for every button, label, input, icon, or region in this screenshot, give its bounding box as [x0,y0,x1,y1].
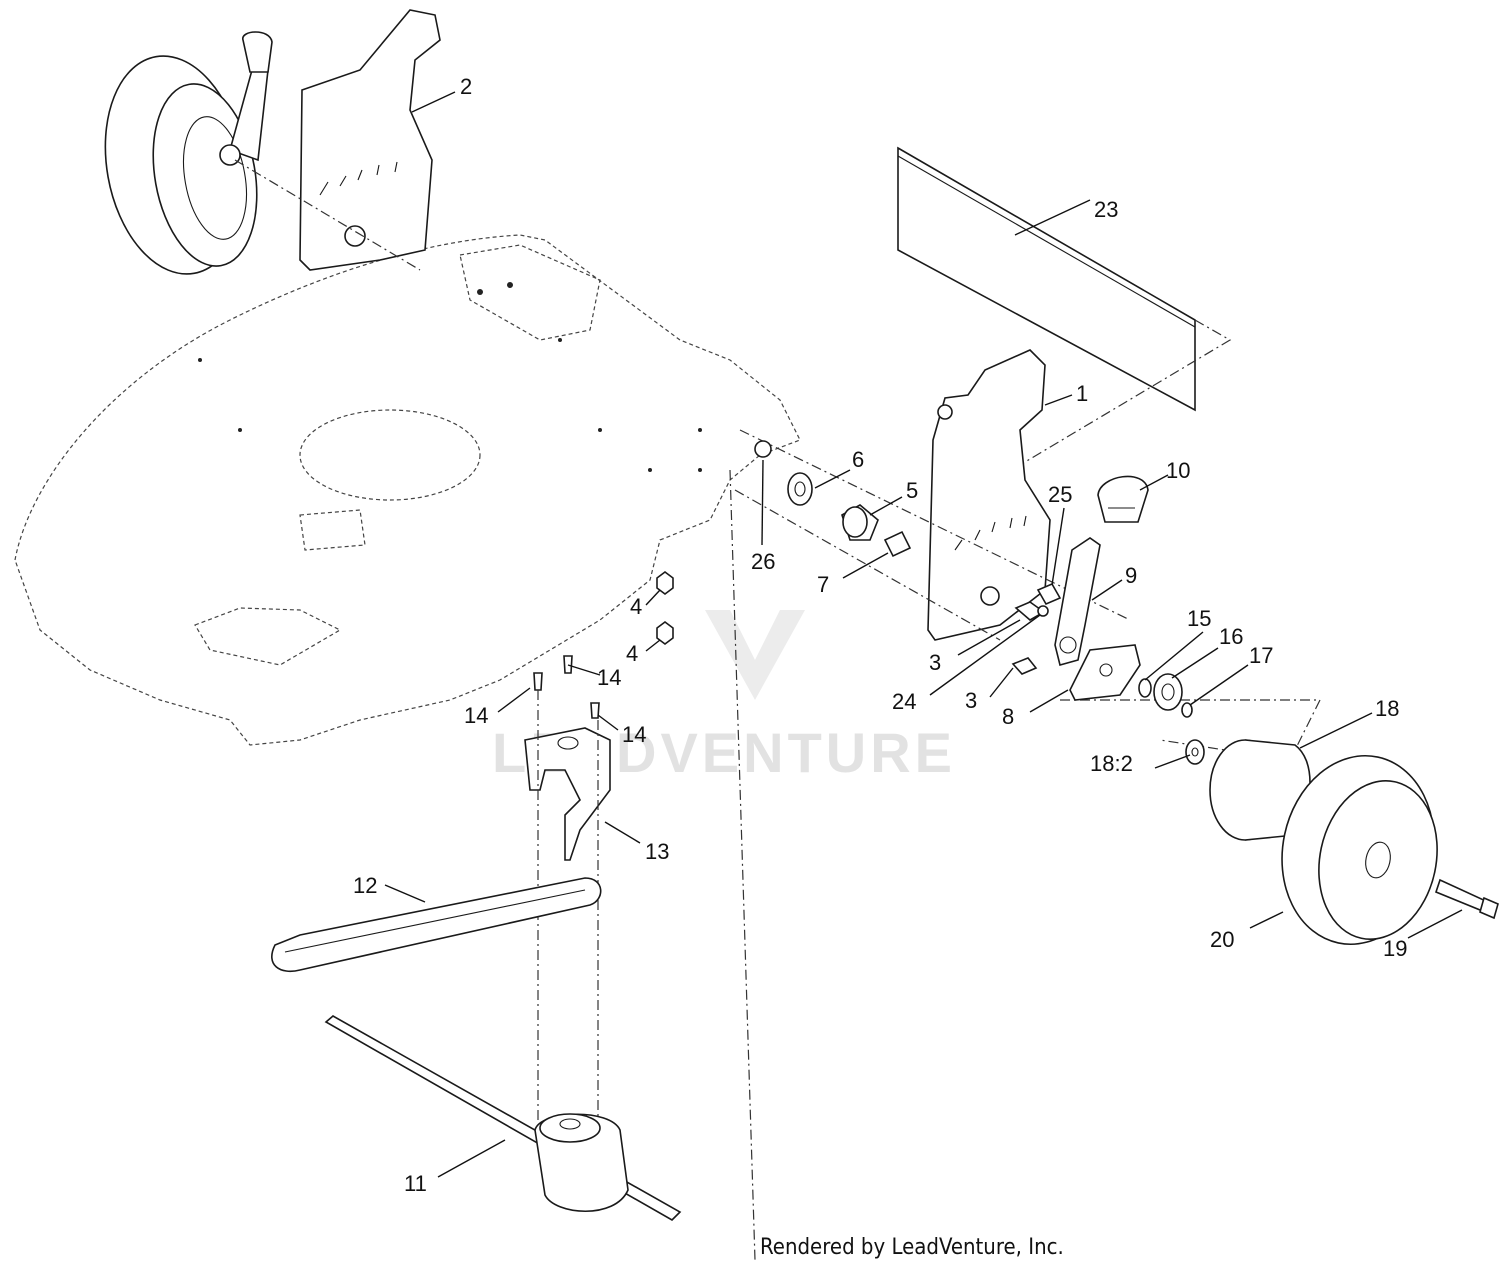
part-11-transmission [324,1015,682,1221]
part-15-washer [1138,678,1152,698]
label-16: 16 [1219,624,1243,649]
part-10-grip [1097,475,1149,523]
part-26-nut [754,440,772,458]
label-20: 20 [1210,927,1234,952]
label-18: 18 [1375,696,1399,721]
label-14b: 14 [597,665,621,690]
label-18-2: 18:2 [1090,751,1133,776]
label-12: 12 [353,873,377,898]
part-25-pin [1036,582,1062,606]
label-14c: 14 [622,722,646,747]
label-11: 11 [404,1171,427,1196]
part-7-sleeve [883,530,912,558]
part-13-bracket [524,727,611,861]
label-2: 2 [460,74,472,99]
part-5-bushing [841,504,879,541]
part-24-screw [1037,605,1049,617]
part-12-belt [271,877,602,972]
credit-text: Rendered by LeadVenture, Inc. [760,1235,1064,1260]
label-10: 10 [1166,458,1190,483]
part-18-2-washer [1185,739,1205,765]
part-9-lever [1054,537,1101,666]
label-26: 26 [751,549,775,574]
part-14-screws [533,655,600,719]
label-25: 25 [1048,482,1072,507]
label-24: 24 [892,689,916,714]
part-16-gear [1153,673,1183,711]
mower-deck-outline [14,234,801,746]
label-1: 1 [1076,381,1088,406]
label-4a: 4 [630,594,642,619]
label-17: 17 [1249,643,1273,668]
part-4-nuts [656,571,674,645]
label-8: 8 [1002,704,1014,729]
label-23: 23 [1094,197,1118,222]
label-3b: 3 [965,688,977,713]
part-17-clip [1181,702,1193,718]
label-13: 13 [645,839,669,864]
watermark-logo [705,610,805,700]
label-4b: 4 [626,641,638,666]
part-20-wheel [1281,754,1438,946]
part-labels: 2 23 1 6 5 10 25 26 7 9 4 4 3 24 3 8 15 … [353,74,1407,1196]
part-8-plate [1069,644,1141,701]
axis-wheel [1060,699,1321,761]
label-3a: 3 [929,650,941,675]
label-7: 7 [817,572,829,597]
part-23-rear-flap [897,146,1232,466]
label-14a: 14 [464,703,488,728]
part-2-left-bracket [299,9,441,271]
axis-front [234,159,421,271]
label-19: 19 [1383,936,1407,961]
part-1-right-bracket [927,349,1051,641]
axis-vertical [729,469,756,1261]
label-9: 9 [1125,563,1137,588]
front-wheel-assembly [104,31,273,275]
label-15: 15 [1187,606,1211,631]
label-6: 6 [852,447,864,472]
part-6-spacer [787,472,813,506]
leader-lines [384,91,1463,1178]
label-5: 5 [906,478,918,503]
part-19-bolt [1435,878,1499,920]
